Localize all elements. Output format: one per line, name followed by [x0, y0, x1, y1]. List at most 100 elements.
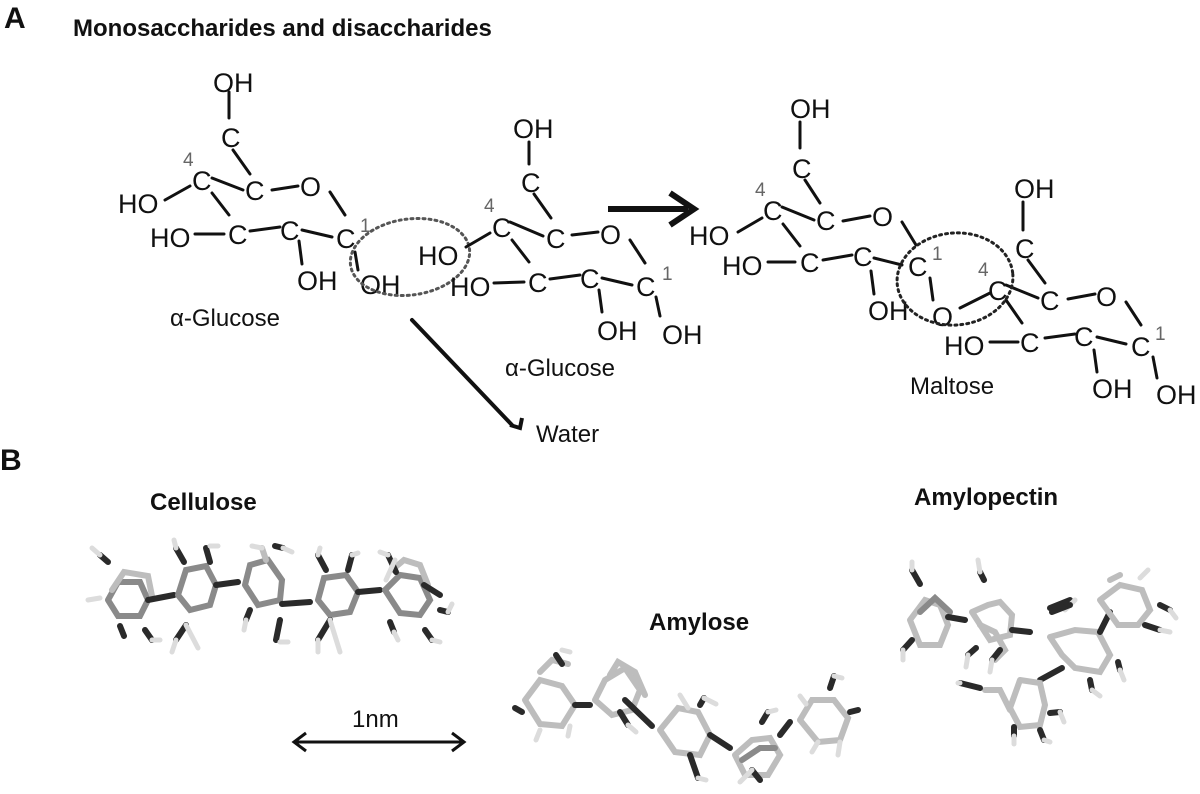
bond — [353, 250, 360, 272]
molecule-label: α-Glucose — [170, 305, 280, 332]
atom-c: C — [580, 264, 600, 294]
molecule-label: Maltose — [910, 373, 994, 400]
scale-bar — [291, 731, 467, 753]
bond — [1124, 300, 1143, 327]
atom-oh: OH — [790, 94, 831, 124]
cellulose-3d-model — [85, 537, 455, 655]
carbon-number-1: 1 — [932, 244, 943, 265]
bond — [900, 220, 918, 247]
atom-oh: OH — [513, 114, 554, 144]
amylose-3d-model — [512, 647, 861, 785]
bond — [163, 184, 192, 202]
bond — [210, 191, 231, 217]
bond — [508, 220, 545, 238]
atom-c: C — [792, 154, 812, 184]
panel-label-b: B — [0, 444, 22, 477]
atom-c: C — [1020, 328, 1040, 358]
atom-o: O — [872, 202, 893, 232]
panel-label-a: A — [4, 2, 26, 35]
atom-ho: HO — [689, 221, 730, 251]
bond — [248, 225, 282, 233]
bond — [600, 276, 634, 287]
bond — [869, 269, 876, 296]
atom-c: C — [280, 216, 300, 246]
atom-c: C — [988, 276, 1008, 306]
carbon-number-4: 4 — [978, 260, 989, 281]
bond — [781, 222, 802, 248]
atom-ho: HO — [722, 251, 763, 281]
bond — [821, 253, 854, 262]
atom-c: C — [800, 248, 820, 278]
bond — [300, 228, 334, 239]
atom-oh: OH — [1092, 374, 1133, 404]
atom-ho: HO — [944, 331, 985, 361]
carbon-number-1: 1 — [662, 264, 673, 285]
atom-ho: HO — [450, 272, 491, 302]
atom-c: C — [546, 224, 566, 254]
atom-oh: OH — [213, 68, 254, 98]
condensation-highlight — [348, 216, 472, 298]
bond — [328, 190, 347, 217]
atom-ho: HO — [418, 241, 459, 271]
reaction-arrow — [608, 190, 700, 228]
atom-c: C — [1015, 234, 1035, 264]
atom-c: C — [221, 123, 241, 153]
bond — [803, 178, 822, 205]
atom-o: O — [300, 172, 321, 202]
atom-c: C — [853, 242, 873, 272]
atom-o: O — [1096, 282, 1117, 312]
atom-c: C — [908, 252, 928, 282]
atom-c: C — [636, 272, 656, 302]
atom-oh: OH — [662, 320, 703, 350]
atom-oh: OH — [1014, 174, 1055, 204]
atom-c: C — [245, 176, 265, 206]
atom-oh: OH — [597, 316, 638, 346]
atom-c: C — [228, 220, 248, 250]
atom-oh: OH — [1156, 380, 1197, 410]
glycosidic-bond-highlight — [895, 231, 1015, 327]
carbon-number-1: 1 — [360, 216, 371, 237]
bond — [1066, 292, 1097, 301]
amylopectin-3d-model — [900, 557, 1179, 747]
molecule-title-amylose: Amylose — [649, 609, 749, 636]
bond — [841, 214, 872, 223]
bond — [270, 184, 300, 192]
scale-bar-label: 1nm — [352, 706, 399, 733]
byproduct-label: Water — [536, 421, 599, 448]
bond — [928, 276, 935, 302]
bond — [297, 239, 304, 266]
bond — [548, 273, 582, 281]
bond — [231, 148, 252, 176]
bond — [1151, 355, 1159, 380]
bond — [210, 176, 245, 192]
bond — [1026, 258, 1047, 285]
bond — [654, 295, 662, 318]
panel-a-title: Monosaccharides and disaccharides — [73, 15, 492, 42]
atom-c: C — [521, 168, 541, 198]
atom-c: C — [1074, 322, 1094, 352]
bond — [510, 238, 531, 264]
bond — [1095, 335, 1128, 346]
bond — [958, 291, 992, 310]
bond — [492, 280, 526, 285]
bond — [736, 216, 764, 234]
bond — [1004, 298, 1024, 325]
bond — [1092, 348, 1099, 374]
bond — [780, 205, 816, 222]
atom-ho: HO — [150, 223, 191, 253]
atom-c: C — [816, 206, 836, 236]
molecule-title-cellulose: Cellulose — [150, 489, 257, 516]
molecule-title-amylopectin: Amylopectin — [914, 484, 1058, 511]
atom-c: C — [1040, 286, 1060, 316]
atom-o-bridge: O — [932, 302, 953, 332]
water-arrow — [410, 318, 524, 431]
molecule-label: α-Glucose — [505, 355, 615, 382]
atom-c: C — [763, 196, 783, 226]
atom-c: C — [336, 224, 356, 254]
atom-ho: HO — [118, 189, 159, 219]
atom-c: C — [192, 166, 212, 196]
atom-c: C — [492, 213, 512, 243]
carbon-number-4: 4 — [183, 150, 194, 171]
maltose: OH C 4 C C O HO HO C C C 1 OH O OH C 4 C… — [689, 94, 1197, 410]
carbon-number-1: 1 — [1155, 324, 1166, 345]
